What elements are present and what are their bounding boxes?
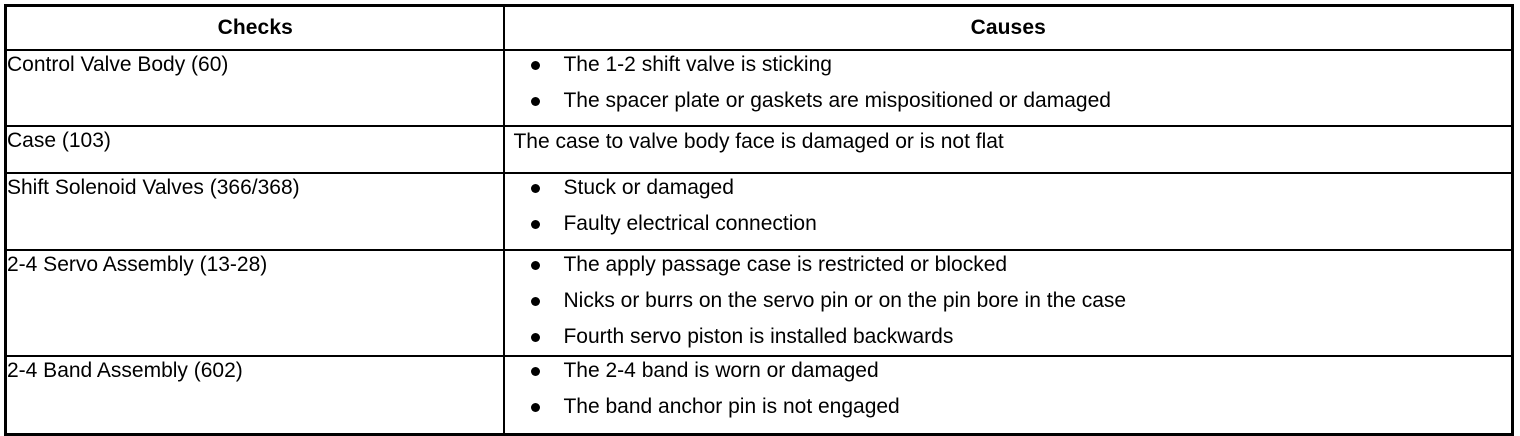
checks-causes-table: Checks Causes Control Valve Body (60) Th… — [4, 4, 1514, 436]
bullet-icon — [531, 61, 541, 70]
check-cell: 2-4 Servo Assembly (13-28) — [4, 249, 506, 357]
cause-item: The spacer plate or gaskets are misposit… — [505, 87, 1511, 115]
cause-text: The case to valve body face is damaged o… — [513, 130, 1004, 153]
bullet-icon — [531, 297, 541, 306]
causes-cell: The 2-4 band is worn or damaged The band… — [503, 355, 1514, 436]
check-cell: Case (103) — [4, 125, 506, 174]
table-row: Case (103) The case to valve body face i… — [4, 125, 1514, 174]
table-row: Control Valve Body (60) The 1-2 shift va… — [4, 49, 1514, 127]
check-cell: 2-4 Band Assembly (602) — [4, 355, 506, 436]
cause-list: The 2-4 band is worn or damaged The band… — [505, 357, 1511, 421]
cause-text: The 2-4 band is worn or damaged — [563, 359, 879, 382]
cause-item: Fourth servo piston is installed backwar… — [505, 323, 1511, 351]
causes-cell: The case to valve body face is damaged o… — [503, 125, 1514, 174]
cause-item: The apply passage case is restricted or … — [505, 251, 1511, 279]
cause-text: The spacer plate or gaskets are misposit… — [563, 89, 1111, 112]
cause-item: Stuck or damaged — [505, 174, 1511, 202]
cause-text: The band anchor pin is not engaged — [563, 395, 900, 418]
cause-text: The 1-2 shift valve is sticking — [563, 53, 832, 76]
table-header-row: Checks Causes — [4, 4, 1514, 51]
cause-text: Fourth servo piston is installed backwar… — [563, 325, 954, 348]
cause-text: Nicks or burrs on the servo pin or on th… — [563, 289, 1127, 312]
causes-cell: Stuck or damaged Faulty electrical conne… — [503, 172, 1514, 251]
diagnostic-table-container: Checks Causes Control Valve Body (60) Th… — [4, 4, 1514, 436]
table-row: 2-4 Band Assembly (602) The 2-4 band is … — [4, 355, 1514, 436]
check-cell: Shift Solenoid Valves (366/368) — [4, 172, 506, 251]
bullet-icon — [531, 184, 541, 193]
bullet-icon — [531, 403, 541, 412]
cause-text: The apply passage case is restricted or … — [563, 253, 1008, 276]
check-label: 2-4 Band Assembly (602) — [7, 359, 243, 382]
cause-item: The 1-2 shift valve is sticking — [505, 51, 1511, 79]
causes-cell: The 1-2 shift valve is sticking The spac… — [503, 49, 1514, 127]
column-header-causes-label: Causes — [970, 16, 1046, 39]
cause-item: The band anchor pin is not engaged — [505, 393, 1511, 421]
check-label: Control Valve Body (60) — [7, 53, 229, 76]
table-row: 2-4 Servo Assembly (13-28) The apply pas… — [4, 249, 1514, 357]
table-row: Shift Solenoid Valves (366/368) Stuck or… — [4, 172, 1514, 251]
cause-item: The 2-4 band is worn or damaged — [505, 357, 1511, 385]
check-label: 2-4 Servo Assembly (13-28) — [7, 253, 268, 276]
cause-item: Faulty electrical connection — [505, 210, 1511, 238]
cause-text: Stuck or damaged — [563, 176, 734, 199]
check-label: Case (103) — [7, 129, 111, 152]
cause-item: Nicks or burrs on the servo pin or on th… — [505, 287, 1511, 315]
cause-list: The apply passage case is restricted or … — [505, 251, 1511, 351]
table-header: Checks Causes — [4, 4, 1514, 51]
bullet-icon — [531, 97, 541, 106]
check-cell: Control Valve Body (60) — [4, 49, 506, 127]
cause-text: Faulty electrical connection — [563, 212, 817, 235]
causes-cell: The apply passage case is restricted or … — [503, 249, 1514, 357]
bullet-icon — [531, 220, 541, 229]
check-label: Shift Solenoid Valves (366/368) — [7, 176, 300, 199]
table-body: Control Valve Body (60) The 1-2 shift va… — [4, 49, 1514, 436]
bullet-icon — [531, 333, 541, 342]
cause-list: Stuck or damaged Faulty electrical conne… — [505, 174, 1511, 238]
bullet-icon — [531, 261, 541, 270]
cause-list: The 1-2 shift valve is sticking The spac… — [505, 51, 1511, 115]
bullet-icon — [531, 367, 541, 376]
column-header-checks-label: Checks — [217, 16, 293, 39]
column-header-checks: Checks — [4, 4, 506, 51]
column-header-causes: Causes — [503, 4, 1514, 51]
